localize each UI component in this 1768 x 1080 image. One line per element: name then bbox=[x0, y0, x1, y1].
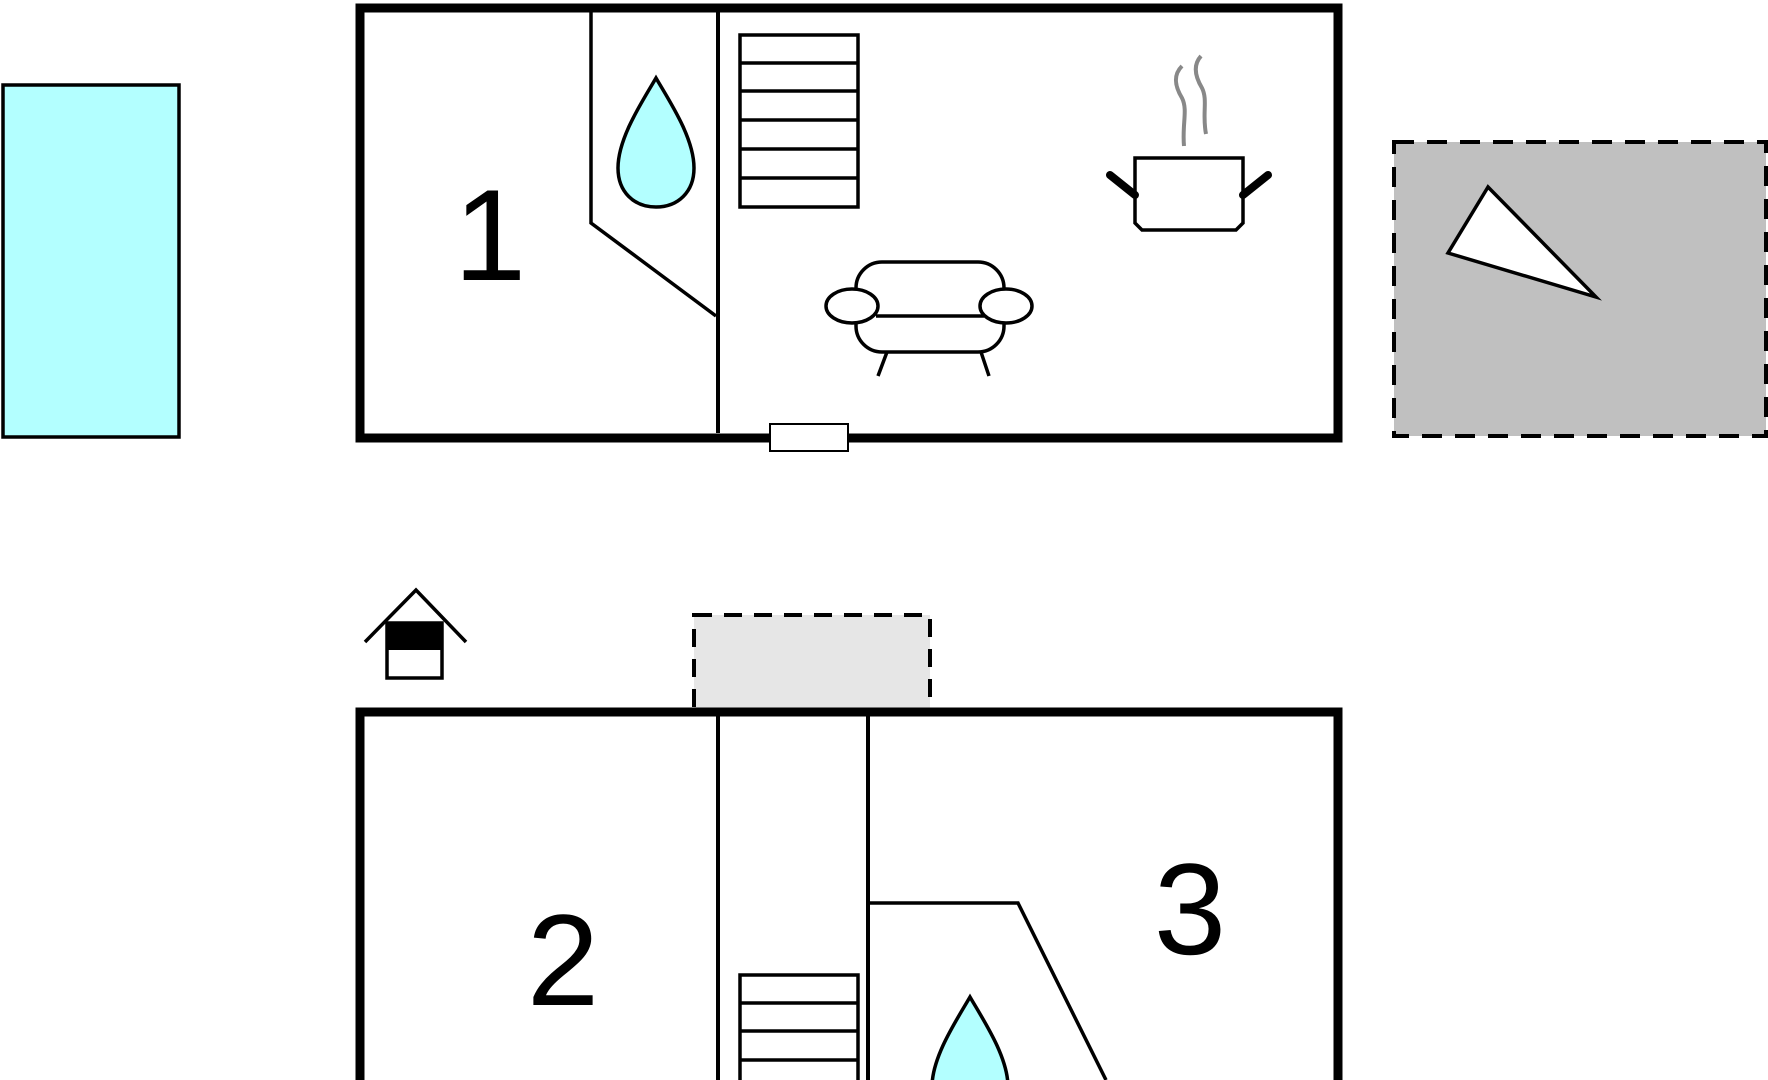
terrace-area bbox=[1392, 140, 1768, 438]
stairs-icon bbox=[738, 973, 860, 1080]
sofa-icon bbox=[824, 260, 1034, 377]
lower-floor-outline bbox=[355, 707, 1343, 1080]
shower-icon bbox=[930, 993, 1010, 1080]
shower-icon bbox=[616, 74, 696, 209]
lower-bathroom-wall bbox=[870, 901, 1108, 1080]
sun-triangle-icon bbox=[1445, 184, 1602, 301]
stairs-icon bbox=[738, 33, 860, 209]
door-icon bbox=[769, 423, 849, 452]
covered-area-icon bbox=[692, 613, 932, 712]
upper-bathroom-wall bbox=[589, 12, 718, 318]
room-label-3: 3 bbox=[1154, 836, 1226, 982]
room-label-2: 2 bbox=[527, 887, 599, 1033]
lower-floor: 2 3 bbox=[355, 707, 1343, 1080]
kitchen-pot-icon bbox=[1106, 54, 1272, 232]
pool-icon bbox=[1, 83, 181, 439]
room-label-1: 1 bbox=[454, 162, 526, 308]
house-entrance-icon bbox=[363, 587, 468, 680]
upper-floor: 1 bbox=[355, 3, 1343, 452]
